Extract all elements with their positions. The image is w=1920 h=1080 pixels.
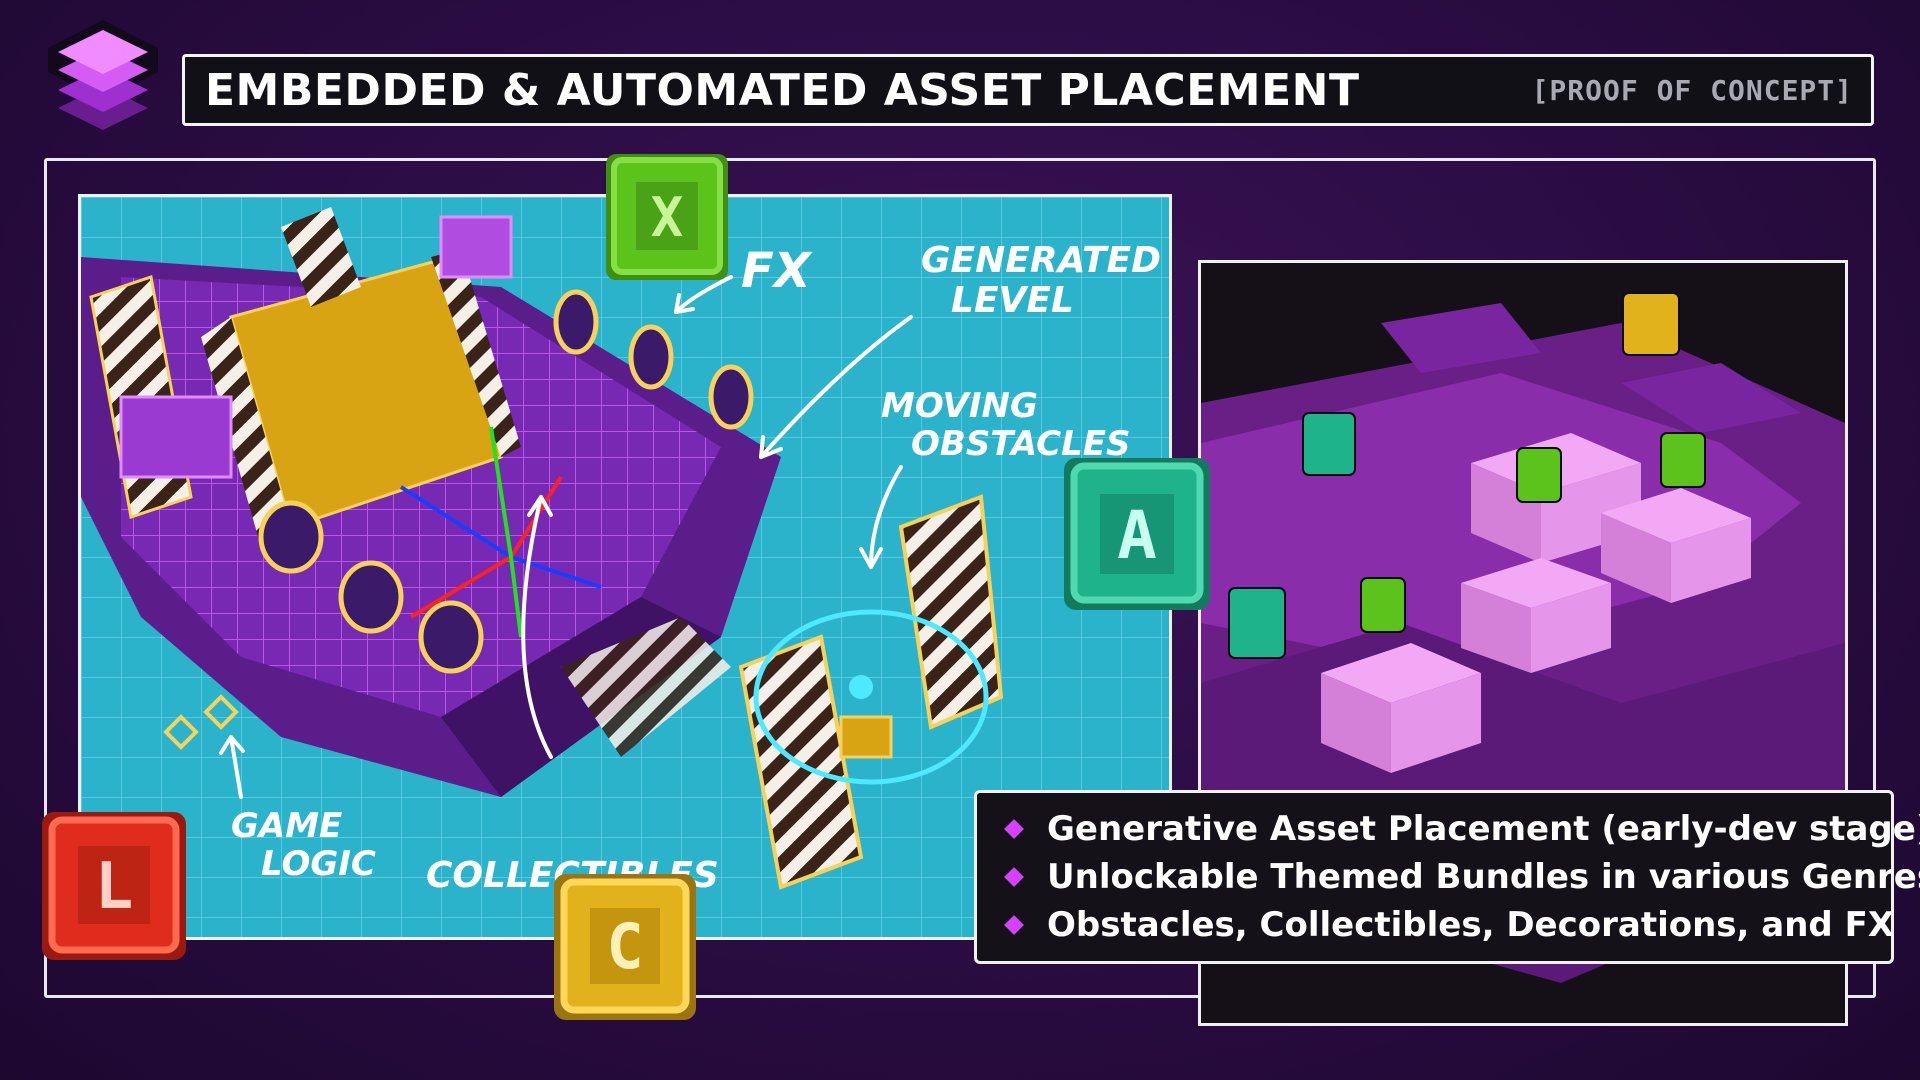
title-bar: EMBEDDED & AUTOMATED ASSET PLACEMENT [PR… [182,54,1874,126]
content-frame [44,158,1876,998]
logic-badge-icon: L [42,812,186,960]
generated-level-annotation-line2: LEVEL [951,280,1074,321]
collectible-badge-letter: C [606,910,643,983]
stacked-layers-logo-icon [48,20,158,130]
feature-item: Unlockable Themed Bundles in various Gen… [999,857,1920,897]
feature-text: Generative Asset Placement (early-dev st… [1047,809,1920,849]
page-title: EMBEDDED & AUTOMATED ASSET PLACEMENT [205,64,1360,116]
generated-level-annotation-line1: GENERATED [921,240,1161,281]
logic-badge-letter: L [95,850,134,924]
diamond-bullet-icon [1004,819,1024,839]
game-logic-annotation-line2: LOGIC [261,844,376,884]
fx-badge: X [600,148,734,286]
feature-list: Generative Asset Placement (early-dev st… [974,790,1920,964]
animation-badge-icon: A [1064,458,1210,610]
feature-text: Obstacles, Collectibles, Decorations, an… [1047,905,1895,945]
collectible-badge: C [548,868,702,1026]
fx-badge-icon: X [606,154,728,280]
animation-badge: A [1058,452,1216,616]
game-logic-annotation-line1: GAME [231,806,342,846]
collectible-badge-icon: C [554,874,696,1020]
fx-annotation: FX [741,243,813,299]
diamond-bullet-icon [1004,915,1024,935]
feature-item: Generative Asset Placement (early-dev st… [999,809,1920,849]
fx-badge-letter: X [651,186,684,249]
logic-badge: L [36,806,192,966]
moving-obstacles-annotation-line1: MOVING [881,386,1038,426]
diamond-bullet-icon [1004,867,1024,887]
feature-item: Obstacles, Collectibles, Decorations, an… [999,905,1894,945]
feature-text: Unlockable Themed Bundles in various Gen… [1047,857,1920,897]
proof-of-concept-tag: [PROOF OF CONCEPT] [1531,73,1853,107]
moving-obstacles-annotation-line2: OBSTACLES [911,424,1130,464]
animation-badge-letter: A [1117,497,1157,574]
